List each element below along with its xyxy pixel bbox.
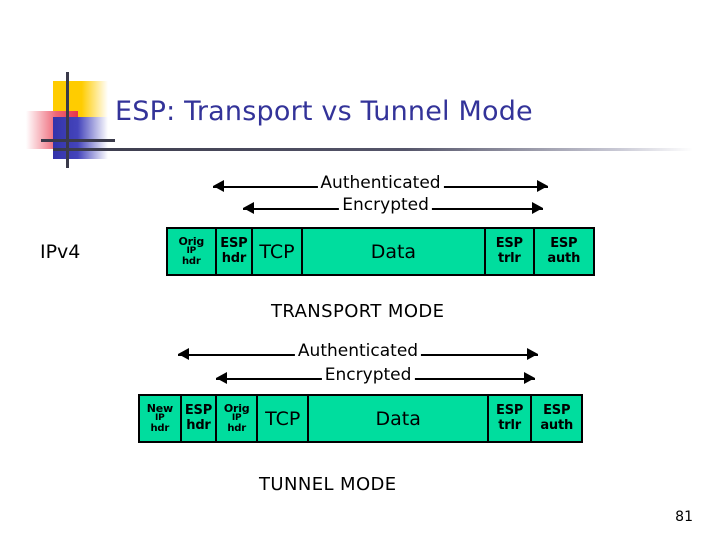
tunnel-packet-diagram: New IP hdr ESP hdr Orig IP hdr TCP Data … xyxy=(138,394,583,443)
cell-line-1: Orig xyxy=(223,401,250,415)
arrow-right-head-icon xyxy=(524,372,535,384)
arrow-right-head-icon xyxy=(537,180,548,192)
cell-line-1: Data xyxy=(370,240,417,263)
cell-line-2: IP xyxy=(186,246,197,257)
tunnel-cell-data: Data xyxy=(309,396,489,441)
cell-line-2: trlr xyxy=(497,250,521,266)
arrow-left-head-icon xyxy=(178,348,189,360)
cell-line-1: ESP xyxy=(495,235,523,251)
transport-cell-orig-ip-hdr: Orig IP hdr xyxy=(168,229,217,274)
cell-line-1: ESP xyxy=(184,402,213,418)
slide-logo-mark xyxy=(26,72,122,168)
arrow-right-head-icon xyxy=(532,202,543,214)
cell-line-2: auth xyxy=(540,417,574,433)
cell-line-2: hdr xyxy=(221,250,247,266)
transport-authenticated-span: Authenticated xyxy=(213,173,548,197)
transport-cell-data: Data xyxy=(303,229,487,274)
tunnel-cell-esp-hdr: ESP hdr xyxy=(182,396,218,441)
cell-line-1: Orig xyxy=(178,234,205,248)
arrow-left-head-icon xyxy=(216,372,227,384)
tunnel-authenticated-span: Authenticated xyxy=(178,341,538,365)
cell-line-3: hdr xyxy=(150,422,170,434)
tunnel-authenticated-label: Authenticated xyxy=(294,341,422,361)
transport-cell-tcp: TCP xyxy=(253,229,303,274)
cell-line-2: auth xyxy=(547,250,581,266)
cell-line-1: TCP xyxy=(259,240,295,263)
transport-packet-diagram: Orig IP hdr ESP hdr TCP Data ESP trlr ES… xyxy=(166,227,595,276)
transport-cell-esp-trlr: ESP trlr xyxy=(486,229,535,274)
tunnel-mode-caption: TUNNEL MODE xyxy=(259,474,397,495)
logo-blue-square xyxy=(53,117,108,159)
transport-cell-esp-auth: ESP auth xyxy=(535,229,593,274)
cell-line-2: IP xyxy=(155,413,165,424)
cell-line-2: IP xyxy=(231,413,242,424)
tunnel-cell-esp-trlr: ESP trlr xyxy=(489,396,533,441)
tunnel-cell-tcp: TCP xyxy=(258,396,310,441)
transport-encrypted-label: Encrypted xyxy=(339,195,432,215)
transport-encrypted-span: Encrypted xyxy=(243,195,543,219)
title-divider xyxy=(53,148,693,151)
page-number: 81 xyxy=(675,509,693,525)
cell-line-1: ESP xyxy=(220,235,248,251)
arrow-left-head-icon xyxy=(213,180,224,192)
cell-line-1: ESP xyxy=(543,402,571,418)
cell-line-2: hdr xyxy=(186,417,211,433)
transport-mode-caption: TRANSPORT MODE xyxy=(271,301,445,322)
page-title: ESP: Transport vs Tunnel Mode xyxy=(115,96,533,127)
tunnel-encrypted-span: Encrypted xyxy=(216,365,535,389)
cell-line-1: New xyxy=(146,401,173,415)
cell-line-3: hdr xyxy=(227,422,246,434)
transport-cell-esp-hdr: ESP hdr xyxy=(217,229,254,274)
arrow-left-head-icon xyxy=(243,202,254,214)
cell-line-1: ESP xyxy=(496,402,524,418)
tunnel-cell-orig-ip-hdr: Orig IP hdr xyxy=(217,396,258,441)
tunnel-cell-new-ip-hdr: New IP hdr xyxy=(140,396,182,441)
arrow-right-head-icon xyxy=(527,348,538,360)
ipv4-label: IPv4 xyxy=(40,241,81,263)
cell-line-2: trlr xyxy=(498,417,521,433)
cell-line-3: hdr xyxy=(181,255,201,267)
cell-line-1: ESP xyxy=(550,235,578,251)
tunnel-cell-esp-auth: ESP auth xyxy=(532,396,581,441)
cell-line-1: Data xyxy=(375,407,421,430)
cell-line-1: TCP xyxy=(265,407,301,430)
tunnel-encrypted-label: Encrypted xyxy=(321,365,415,385)
logo-vertical-bar xyxy=(66,72,69,168)
logo-horizontal-bar xyxy=(41,139,115,142)
transport-authenticated-label: Authenticated xyxy=(317,173,444,193)
